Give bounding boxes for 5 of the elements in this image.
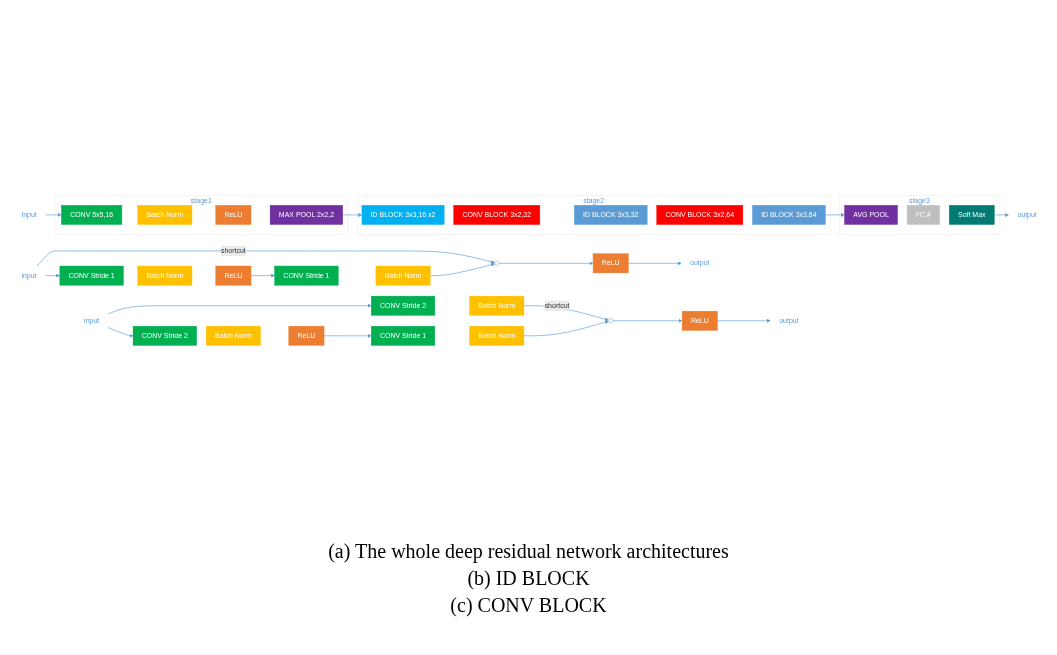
caption: (c) CONV BLOCK [450,594,607,617]
caption: (a) The whole deep residual network architectures [328,540,729,563]
node-circle [607,317,613,323]
caption: (b) ID BLOCK [467,567,590,590]
node-circle [493,260,499,266]
